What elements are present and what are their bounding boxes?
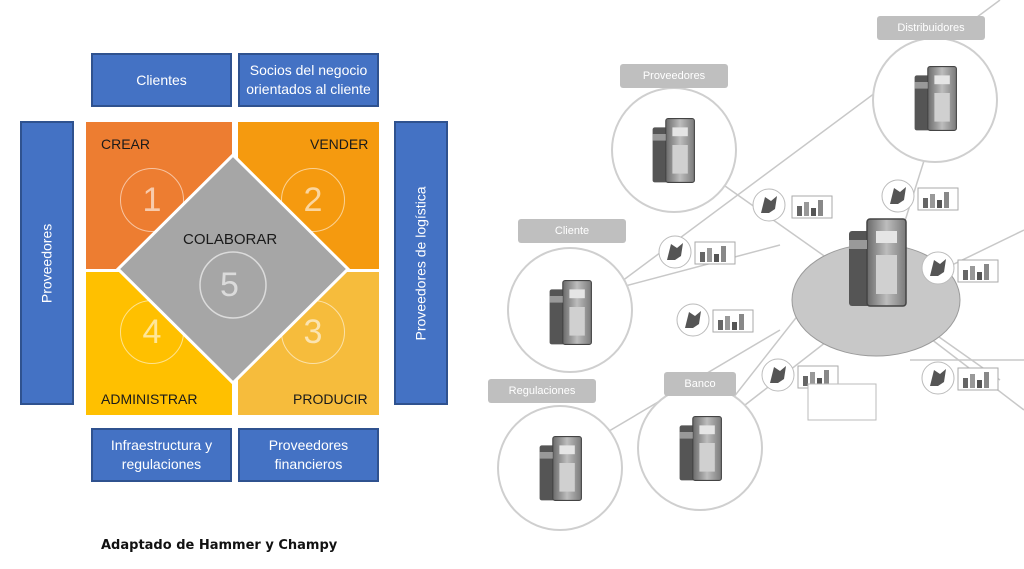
socios-box: Socios del negocio orientados al cliente (238, 53, 379, 107)
socios-label: Socios del negocio orientados al cliente (246, 62, 371, 97)
colaborar-label: COLABORAR (183, 231, 278, 248)
administrar-label: ADMINISTRAR (101, 391, 198, 407)
proveedores-side-box: Proveedores (20, 121, 74, 405)
clientes-box: Clientes (91, 53, 232, 107)
clientes-label: Clientes (136, 71, 187, 88)
caption: Adaptado de Hammer y Champy (101, 538, 338, 553)
distribuidores-node (872, 37, 998, 163)
banco-label: Banco (664, 372, 736, 396)
number-circle-3: 3 (281, 300, 345, 364)
network-svg (497, 0, 1024, 531)
crear-label: CREAR (101, 136, 151, 152)
cliente-node (507, 247, 633, 373)
regulaciones-label: Regulaciones (488, 379, 596, 403)
proveedores-node (611, 87, 737, 213)
number-circle-1: 1 (120, 168, 184, 232)
number-circle-2: 2 (281, 168, 345, 232)
number-circle-4: 4 (120, 300, 184, 364)
distribuidores-label: Distribuidores (877, 16, 985, 40)
proveedores-side-label: Proveedores (38, 223, 55, 303)
central-server (848, 218, 907, 307)
vender-label: VENDER (310, 136, 369, 152)
proveedores-node-label: Proveedores (620, 64, 728, 88)
data-flow-icons (658, 179, 999, 421)
producir-label: PRODUCIR (293, 391, 368, 407)
cliente-label: Cliente (518, 219, 626, 243)
financieros-label: Proveedores financieros (268, 437, 349, 472)
logistica-side-box: Proveedores de logística (394, 121, 448, 405)
infraestructura-label: Infraestructura y regulaciones (110, 437, 213, 472)
network-diagram: Distribuidores Proveedores Cliente Regul… (480, 0, 1024, 569)
infraestructura-box: Infraestructura y regulaciones (91, 428, 232, 482)
number-5: 5 (220, 266, 239, 304)
logistica-side-label: Proveedores de logística (412, 185, 429, 341)
regulaciones-node (497, 405, 623, 531)
financieros-box: Proveedores financieros (238, 428, 379, 482)
banco-node (637, 385, 763, 511)
